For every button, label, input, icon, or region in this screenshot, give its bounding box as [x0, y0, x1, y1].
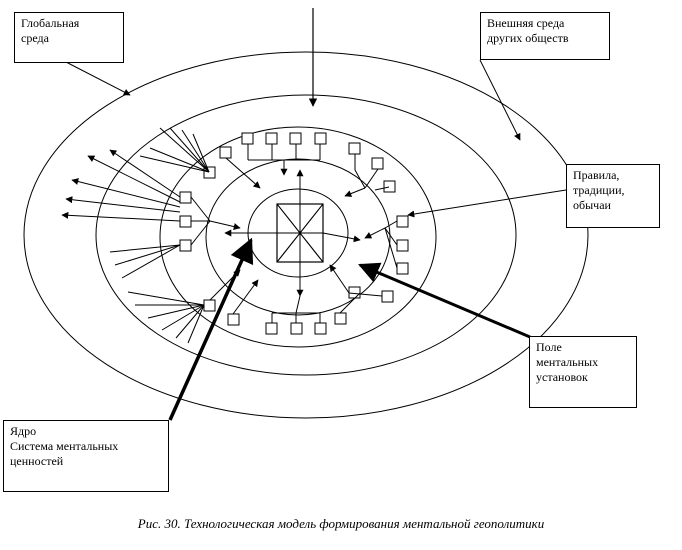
- core-axes: [224, 169, 361, 297]
- external-env-pointer: [479, 59, 521, 141]
- rules-line1: Правила,: [573, 168, 620, 182]
- small-squares: [179, 132, 409, 335]
- mental-field-line3: установок: [536, 370, 588, 384]
- global-env-label: Глобальная среда: [14, 12, 124, 63]
- core-line2: Система ментальных: [10, 439, 119, 453]
- core-square: [276, 203, 324, 263]
- right-fan: [329, 220, 398, 314]
- rules-line2: традиции,: [573, 183, 625, 197]
- core-line1: Ядро: [10, 424, 37, 438]
- outer-ellipse: [23, 51, 589, 419]
- global-env-line2: среда: [21, 31, 49, 45]
- field-pointer: [358, 262, 531, 339]
- external-env-line1: Внешняя среда: [487, 16, 565, 30]
- core-label: Ядро Система ментальных ценностей: [3, 420, 169, 492]
- third-ellipse: [159, 126, 437, 348]
- external-env-line2: других обществ: [487, 31, 569, 45]
- rules-pointer: [407, 189, 567, 218]
- core-pointer: [168, 237, 254, 421]
- rules-label: Правила, традиции, обычаи: [566, 164, 660, 228]
- mental-field-line1: Поле: [536, 340, 562, 354]
- fourth-ellipse: [205, 158, 391, 316]
- bottom-fan: [271, 295, 321, 323]
- mental-field-label: Поле ментальных установок: [529, 336, 637, 408]
- mental-field-line2: ментальных: [536, 355, 599, 369]
- core-line3: ценностей: [10, 454, 64, 468]
- global-env-pointer: [65, 61, 131, 96]
- external-env-label: Внешняя среда других обществ: [480, 12, 610, 60]
- global-env-line1: Глобальная: [21, 16, 80, 30]
- top-fan: [225, 144, 390, 197]
- figure-caption: Рис. 30. Технологическая модель формиров…: [137, 516, 545, 531]
- second-ellipse: [95, 94, 517, 376]
- left-fan: [61, 127, 259, 344]
- rules-line3: обычаи: [573, 198, 611, 212]
